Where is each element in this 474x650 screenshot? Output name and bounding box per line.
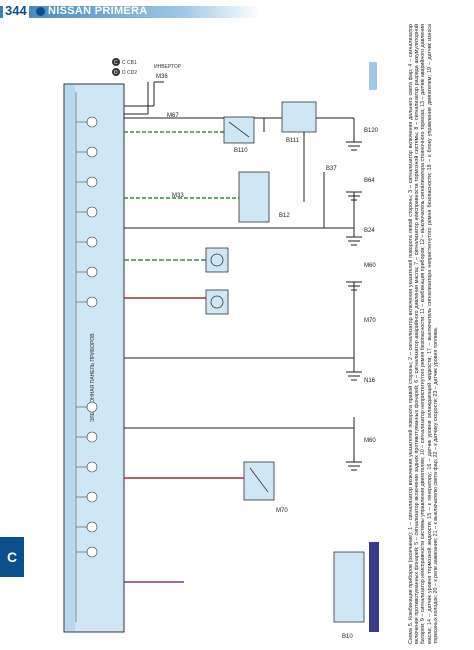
svg-text:B120: B120 bbox=[364, 128, 379, 134]
svg-text:N16: N16 bbox=[364, 378, 376, 384]
panel-label: ЭЛЕКТРОННАЯ ПАНЕЛЬ ПРИБОРОВ bbox=[90, 333, 96, 422]
legend: С D С СВ1 D СD2 ИНВЕРТОР bbox=[112, 58, 182, 76]
svg-text:B110: B110 bbox=[234, 148, 248, 154]
svg-text:M70: M70 bbox=[364, 318, 376, 324]
svg-text:B24: B24 bbox=[364, 228, 375, 234]
svg-text:M70: M70 bbox=[276, 508, 288, 514]
svg-text:M36: M36 bbox=[156, 74, 168, 80]
legend-c-mark: С bbox=[114, 60, 118, 66]
svg-text:B111: B111 bbox=[286, 138, 300, 144]
legend-c-label: С СВ1 bbox=[122, 60, 137, 66]
lamp-group bbox=[86, 116, 98, 558]
svg-text:B64: B64 bbox=[364, 178, 375, 184]
sensor-box bbox=[205, 289, 229, 315]
svg-text:M67: M67 bbox=[167, 113, 179, 119]
sensor-box bbox=[281, 101, 317, 133]
sensor-box bbox=[205, 247, 229, 273]
svg-text:M60: M60 bbox=[364, 438, 376, 444]
wiring-diagram: ЭЛЕКТРОННАЯ ПАНЕЛЬ ПРИБОРОВ bbox=[63, 58, 379, 640]
svg-text:B12: B12 bbox=[279, 213, 290, 219]
header-bar bbox=[0, 6, 260, 18]
connector-box bbox=[333, 551, 365, 623]
figure-caption-area: Схема 5. Комбинация приборов (окончание)… bbox=[408, 24, 468, 644]
section-tab: С bbox=[0, 537, 24, 577]
bullet-icon bbox=[36, 7, 45, 16]
svg-text:B10: B10 bbox=[342, 634, 353, 640]
figure-caption: Схема 5. Комбинация приборов (окончание)… bbox=[408, 24, 439, 644]
legend-d-mark: D bbox=[114, 70, 118, 76]
sensor-box bbox=[238, 171, 270, 223]
legend-d-label: D СD2 bbox=[122, 70, 137, 76]
switch-box bbox=[243, 461, 275, 501]
page-header: 344 NISSAN PRIMERA bbox=[0, 0, 474, 20]
brand-title: NISSAN PRIMERA bbox=[48, 5, 148, 17]
svg-text:M60: M60 bbox=[364, 263, 376, 269]
svg-text:B37: B37 bbox=[326, 166, 337, 172]
svg-text:M33: M33 bbox=[172, 193, 184, 199]
legend-inverter-label: ИНВЕРТОР bbox=[154, 64, 182, 70]
page-number: 344 bbox=[3, 3, 29, 18]
